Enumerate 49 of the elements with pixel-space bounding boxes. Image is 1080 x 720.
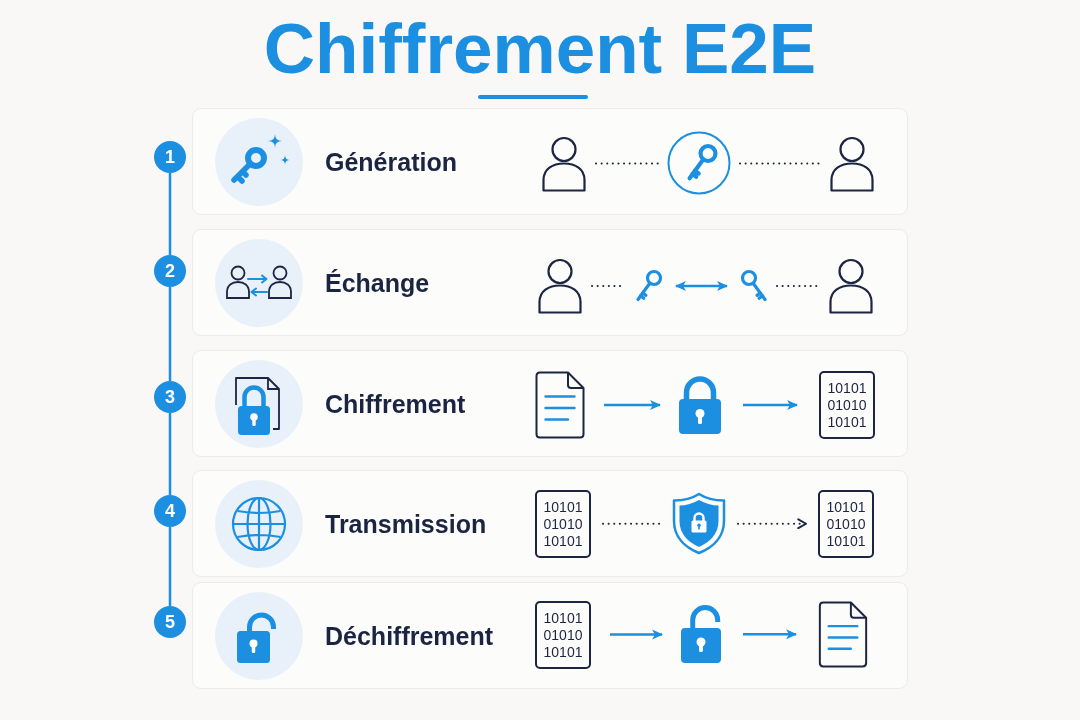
step-number: 3 [154,381,186,413]
step-title: Génération [325,147,457,176]
step-card [192,470,908,577]
binary-document [535,601,591,669]
step-card [192,582,908,689]
shield-lock-icon [672,492,726,555]
step-card [192,350,908,457]
person-icon [829,136,875,192]
dotted-line [602,522,661,525]
step-number: 5 [154,606,186,638]
step-title: Transmission [325,509,487,538]
binary-document [818,490,874,558]
document-icon [818,601,868,668]
step-card [192,108,908,215]
person-icon [537,258,583,314]
binary-digits: 10101 01010 10101 [543,609,583,661]
step-title: Déchiffrement [325,621,494,650]
arrow [743,629,798,640]
timeline-line [168,173,172,255]
double-arrow [674,281,729,291]
key-icon [634,268,664,304]
key-circle-icon [667,131,731,195]
arrow [604,400,662,410]
person-icon [828,258,874,314]
binary-digits: 10101 01010 10101 [827,379,867,431]
timeline-line [168,413,172,495]
arrow [610,629,664,640]
document-icon [535,371,585,439]
step-card [192,229,908,336]
step-title: Chiffrement [325,389,466,418]
padlock-icon [679,376,721,434]
step-number: 4 [154,495,186,527]
open-padlock-icon [681,605,721,663]
binary-digits: 10101 01010 10101 [826,498,866,550]
step-number: 2 [154,255,186,287]
binary-document [819,371,875,439]
binary-digits: 10101 01010 10101 [543,498,583,550]
arrow [743,400,799,410]
binary-document [535,490,591,558]
dotted-line [739,162,821,165]
step-title: Échange [325,268,430,297]
step-number: 1 [154,141,186,173]
timeline-line [168,527,172,606]
dotted-line [595,162,659,165]
timeline-line [168,287,172,381]
key-icon [739,268,769,304]
title: Chiffrement E2E [263,13,817,84]
person-icon [541,136,587,192]
dotted-arrow [737,518,807,530]
